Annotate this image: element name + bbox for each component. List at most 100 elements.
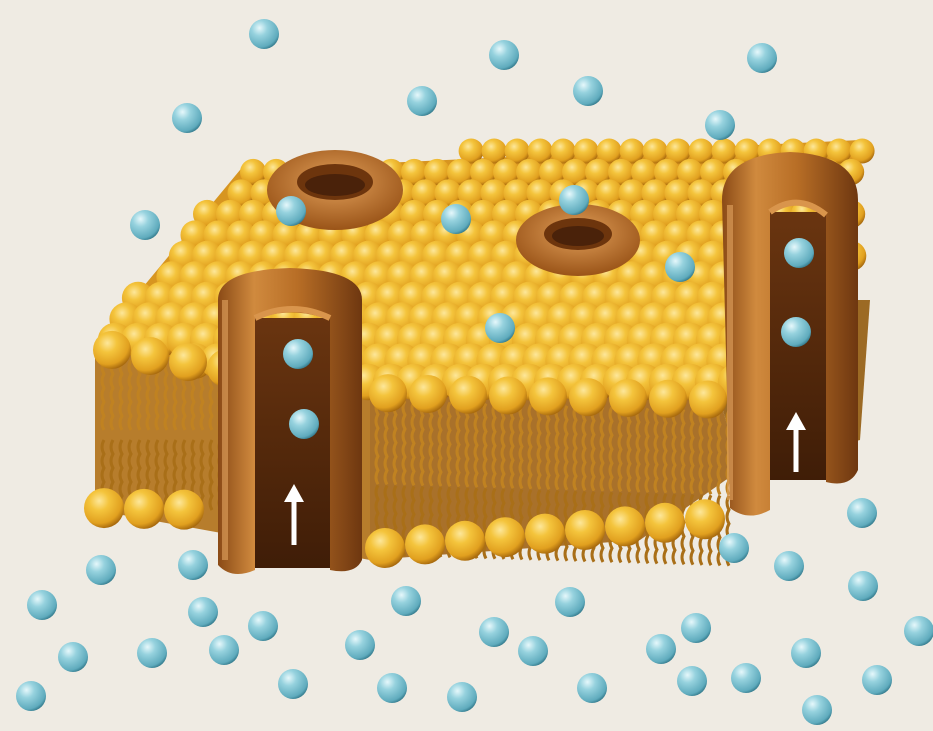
molecule: [848, 571, 878, 601]
molecule: [137, 638, 167, 668]
phospholipid-head: [687, 179, 715, 207]
molecule: [518, 636, 548, 666]
phospholipid-head: [685, 499, 725, 540]
phospholipid-head: [93, 330, 131, 369]
phospholipid-head: [489, 376, 527, 415]
channel-protein-ring-center: [516, 204, 640, 276]
phospholipid-head: [434, 179, 462, 207]
molecule: [27, 590, 57, 620]
lipid-tail: [437, 401, 443, 487]
lipid-tail: [118, 439, 124, 511]
phospholipid-head: [481, 138, 507, 164]
lipid-tail: [707, 409, 713, 495]
molecule: [747, 43, 777, 73]
lipid-tail: [455, 401, 461, 488]
phospholipid-head: [653, 158, 681, 186]
lipid-tail: [118, 359, 124, 431]
phospholipid-head: [504, 138, 530, 164]
phospholipid-head: [569, 378, 607, 417]
molecule: [86, 555, 116, 585]
phospholipid-head: [469, 158, 497, 186]
phospholipid-head: [573, 138, 599, 164]
phospholipid-head: [642, 138, 668, 164]
phospholipid-head: [665, 138, 691, 164]
phospholipid-head: [409, 374, 447, 413]
lipid-tail: [716, 409, 722, 496]
lipid-tail: [500, 403, 506, 489]
phospholipid-head: [169, 343, 207, 382]
molecule: [555, 587, 585, 617]
arrow-up-icon: [284, 484, 304, 545]
lipid-tail: [109, 359, 115, 431]
phospholipid-head: [711, 138, 737, 164]
molecule: [847, 498, 877, 528]
phospholipid-head: [503, 179, 531, 207]
molecule: [130, 210, 160, 240]
phospholipid-head: [699, 158, 727, 186]
lipid-tail: [208, 439, 214, 511]
molecule: [447, 682, 477, 712]
lipid-tail: [563, 405, 569, 491]
lipid-tail: [536, 404, 542, 490]
molecule: [559, 185, 589, 215]
phospholipid-head: [595, 179, 623, 207]
molecule: [784, 238, 814, 268]
lipid-tail: [671, 408, 677, 494]
phospholipid-head: [734, 138, 760, 164]
molecule: [391, 586, 421, 616]
phospholipid-head: [526, 179, 554, 207]
phospholipid-head: [630, 158, 658, 186]
molecule: [577, 673, 607, 703]
molecule: [681, 613, 711, 643]
molecule: [377, 673, 407, 703]
molecule: [289, 409, 319, 439]
molecule: [16, 681, 46, 711]
molecule: [178, 550, 208, 580]
lipid-tail: [617, 406, 623, 493]
molecule: [774, 551, 804, 581]
molecule: [862, 665, 892, 695]
lipid-tail: [644, 407, 650, 494]
lipid-tail: [554, 404, 560, 491]
bottom-phospholipid-heads: [84, 488, 725, 568]
lipid-tail: [446, 401, 452, 488]
lipid-tail: [698, 409, 704, 495]
lipid-tail: [518, 403, 524, 490]
phospholipid-head: [492, 158, 520, 186]
phospholipid-head: [664, 179, 692, 207]
lipid-tail: [482, 402, 488, 489]
molecule: [791, 638, 821, 668]
phospholipid-head: [365, 528, 405, 568]
molecule: [904, 616, 933, 646]
phospholipid-head: [411, 179, 439, 207]
lipid-tail: [383, 399, 389, 486]
phospholipid-head: [124, 488, 164, 529]
phospholipid-head: [538, 158, 566, 186]
phospholipid-head: [485, 517, 525, 558]
phospholipid-head: [618, 179, 646, 207]
phospholipid-head: [645, 502, 685, 543]
lipid-tail: [482, 487, 488, 560]
lipid-tail: [428, 401, 434, 487]
molecule: [646, 634, 676, 664]
lipid-tail: [545, 404, 551, 491]
phospholipid-head: [446, 158, 474, 186]
lipid-tail: [473, 402, 479, 488]
molecule: [58, 642, 88, 672]
lipid-tail: [599, 406, 605, 492]
phospholipid-head: [826, 138, 852, 164]
molecule: [172, 103, 202, 133]
phospholipid-head: [565, 510, 605, 550]
phospholipid-head: [445, 520, 485, 561]
lipid-tail: [626, 407, 632, 493]
lipid-tail: [581, 405, 587, 492]
lipid-tail: [410, 400, 416, 487]
phospholipid-head: [596, 138, 622, 164]
lipid-tail: [163, 439, 169, 511]
molecule: [485, 313, 515, 343]
molecule: [276, 196, 306, 226]
phospholipid-head: [689, 380, 727, 419]
molecule: [407, 86, 437, 116]
phospholipid-head: [449, 375, 487, 414]
